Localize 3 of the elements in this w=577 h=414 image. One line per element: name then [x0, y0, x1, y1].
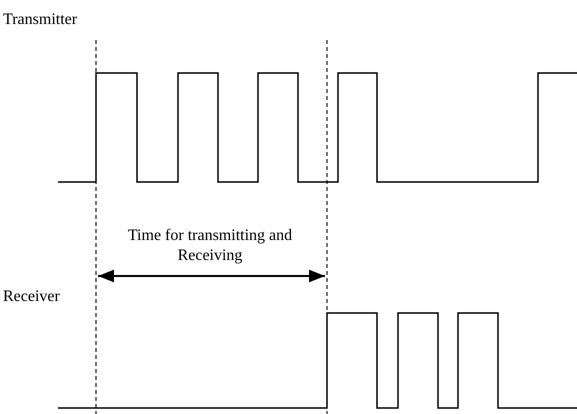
dimension-label: Time for transmitting and Receiving	[126, 226, 294, 266]
signal-label: Transmitter	[3, 10, 78, 30]
signal-label: Receiver	[3, 287, 60, 307]
